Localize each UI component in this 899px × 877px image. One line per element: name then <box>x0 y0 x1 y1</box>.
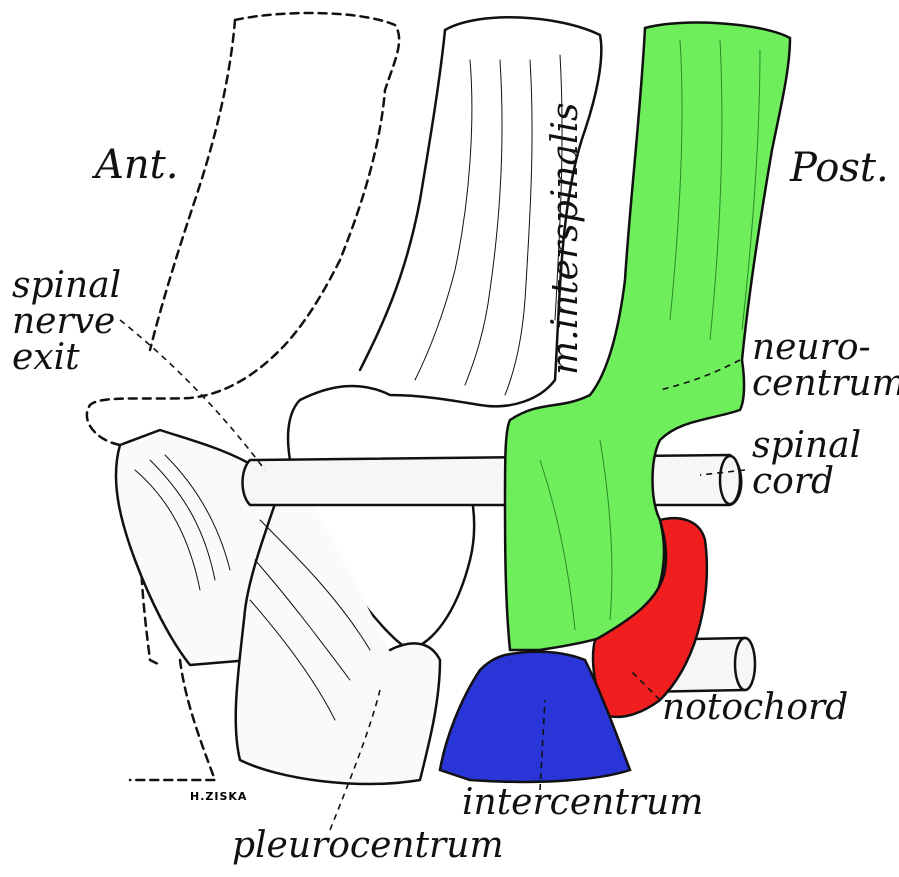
notochord-label: notochord <box>662 690 848 726</box>
neurocentrum-line-2: centrum <box>752 366 899 402</box>
spinal-cord-label: spinal cord <box>752 428 861 500</box>
m-interspinalis-label: m.interspinalis <box>548 103 584 375</box>
spinal-cord-line-2: cord <box>752 464 861 500</box>
anterior-body-dashed-outline <box>130 20 235 780</box>
spinal-cord-line-1: spinal <box>752 428 861 464</box>
posterior-label: Post. <box>790 148 889 188</box>
anterior-spine-dashed-outline <box>87 13 399 445</box>
neurocentrum-label: neuro- centrum <box>752 330 899 402</box>
spinal-cord-cylinder <box>243 455 742 505</box>
anterior-label: Ant. <box>95 145 178 185</box>
artist-signature: H.ZISKA <box>190 790 247 803</box>
neurocentrum-line-1: neuro- <box>752 330 899 366</box>
spinal-nerve-exit-line-2: nerve <box>12 304 121 340</box>
pleurocentrum-label: pleurocentrum <box>232 828 504 864</box>
spinal-nerve-exit-label: spinal nerve exit <box>12 268 121 376</box>
spinal-nerve-exit-line-1: spinal <box>12 268 121 304</box>
spinal-nerve-exit-line-3: exit <box>12 340 121 376</box>
intercentrum-label: intercentrum <box>462 785 703 821</box>
